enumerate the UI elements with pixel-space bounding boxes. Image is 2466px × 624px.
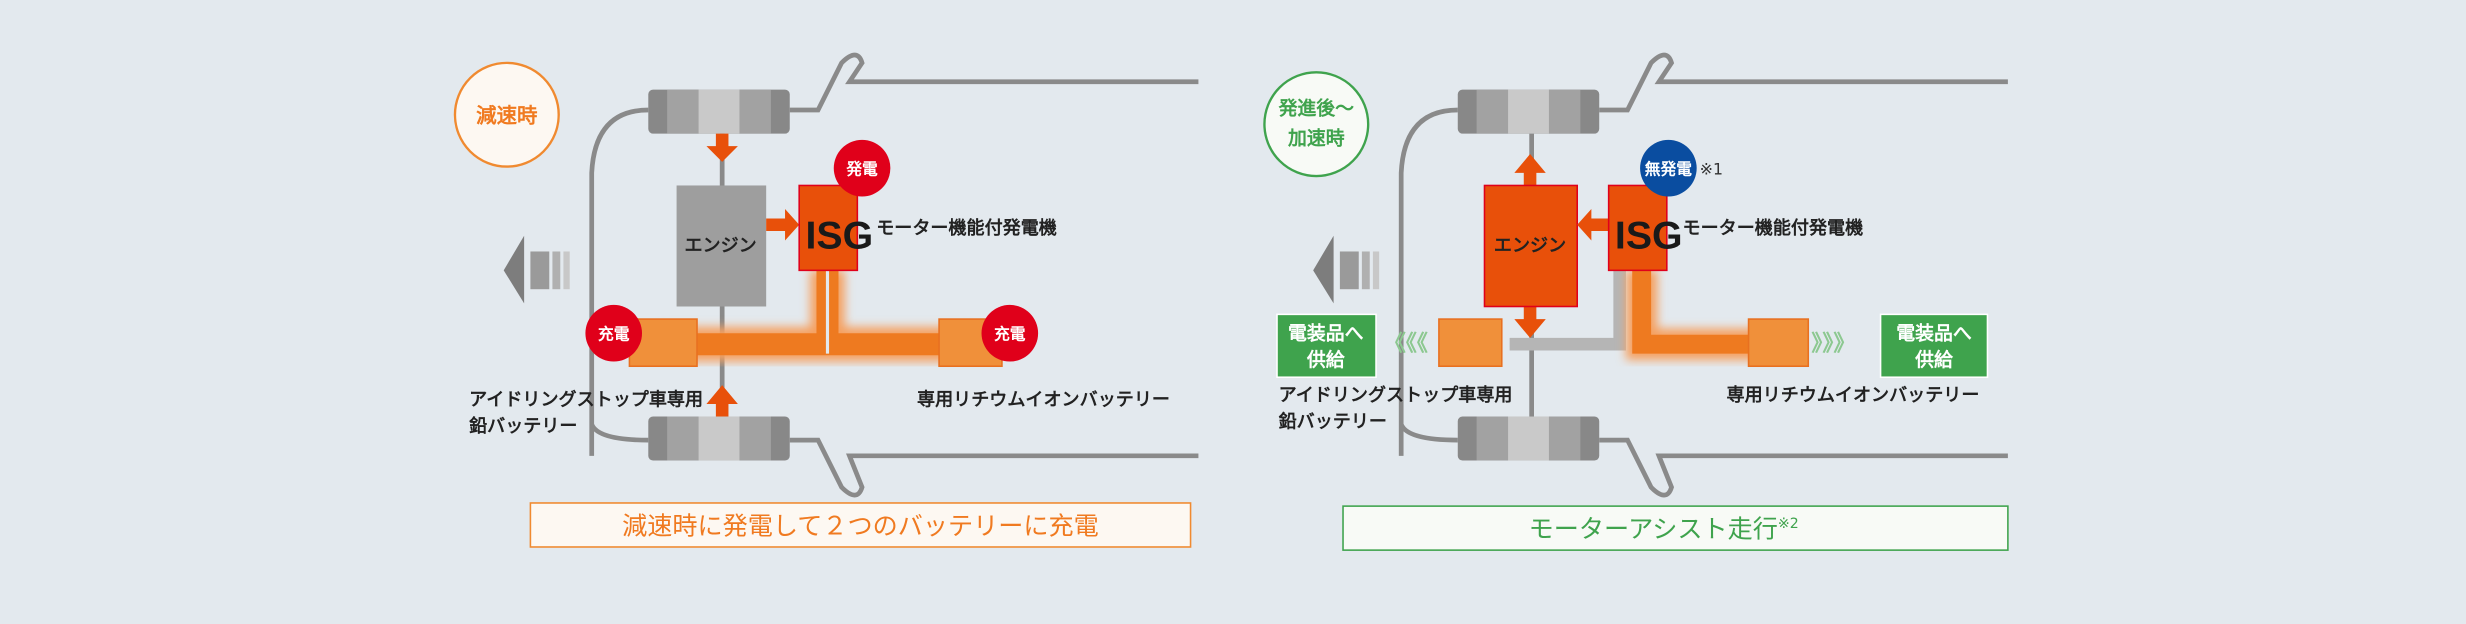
arrow-down-icon	[1514, 306, 1546, 338]
chevrons-left-icon: 《《《	[1384, 332, 1428, 357]
lead-battery-label-1: アイドリングストップ車専用	[1279, 384, 1513, 406]
supply-box-right	[1879, 313, 1989, 379]
badge-lithium-charging	[981, 304, 1039, 362]
supply-left-text-2: 供給	[1306, 348, 1346, 371]
mode-label-1: 発進後～	[1278, 97, 1355, 120]
engine-label: エンジン	[1494, 235, 1566, 256]
isg-box	[798, 184, 859, 272]
mode-circle	[1263, 71, 1370, 178]
lead-battery-label-2: 鉛バッテリー	[1279, 411, 1387, 433]
isg-description: モーター機能付発電機	[1683, 217, 1864, 239]
lead-battery-label-2: 鉛バッテリー	[469, 415, 577, 437]
note-1: ※1	[1700, 159, 1723, 178]
arrow-up-icon	[1514, 154, 1546, 186]
assist-flow	[1625, 270, 1777, 360]
car-outline	[504, 55, 1199, 495]
idle-path	[1509, 270, 1626, 351]
supply-left-text-1: 電装品へ	[1288, 322, 1364, 345]
badge-lead-charging	[585, 304, 643, 362]
arrow-left-icon	[1577, 209, 1609, 241]
caption: 減速時に発電して２つのバッテリーに充電	[622, 511, 1099, 540]
caption-box	[529, 502, 1192, 548]
mode-label-2: 加速時	[1287, 127, 1345, 150]
arrow-right-icon	[766, 209, 800, 241]
car-outline	[1313, 55, 2008, 495]
mode-circle	[453, 61, 560, 168]
isg-box	[1607, 184, 1668, 272]
supply-box-left	[1276, 313, 1377, 379]
caption-text: モーターアシスト走行	[1529, 515, 1778, 544]
badge-lithium-charging-text: 充電	[994, 325, 1026, 344]
lead-battery	[1438, 318, 1503, 368]
isg-description: モーター機能付発電機	[876, 217, 1057, 239]
engine-box	[676, 185, 767, 307]
engine-box	[1483, 184, 1579, 308]
badge-no-generation	[1640, 139, 1697, 197]
isg-label: ISG	[1615, 213, 1683, 257]
badge-generating	[833, 139, 891, 197]
engine-label: エンジン	[684, 235, 756, 256]
isg-label: ISG	[805, 213, 873, 257]
note-2: ※2	[1778, 516, 1799, 532]
lithium-battery-label: 専用リチウムイオンバッテリー	[1727, 384, 1980, 406]
arrow-down-icon	[706, 133, 738, 162]
mode-label: 減速時	[476, 104, 538, 128]
badge-lead-charging-text: 充電	[598, 325, 630, 344]
supply-right-text-2: 供給	[1914, 348, 1954, 371]
lithium-battery-label: 専用リチウムイオンバッテリー	[917, 389, 1170, 411]
caption: モーターアシスト走行※2	[1529, 515, 1799, 544]
panel-acceleration: 発進後～ 加速時 エンジン ISG モーター機能付発電機 無発電 ※1 《《《 …	[1263, 55, 2009, 551]
caption-box	[1342, 505, 2009, 551]
chevrons-right-icon: 》》》	[1811, 332, 1855, 357]
badge-no-generation-text: 無発電	[1645, 159, 1692, 178]
supply-right-text-1: 電装品へ	[1896, 322, 1972, 345]
lead-battery-label-1: アイドリングストップ車専用	[469, 389, 703, 411]
badge-generating-text: 発電	[845, 159, 878, 178]
panel-deceleration: 減速時 エンジン ISG モーター機能付発電機 発電 充電 充電 アイドリングス…	[453, 55, 1199, 548]
arrow-up-icon	[706, 385, 738, 417]
lithium-battery	[1747, 318, 1810, 368]
